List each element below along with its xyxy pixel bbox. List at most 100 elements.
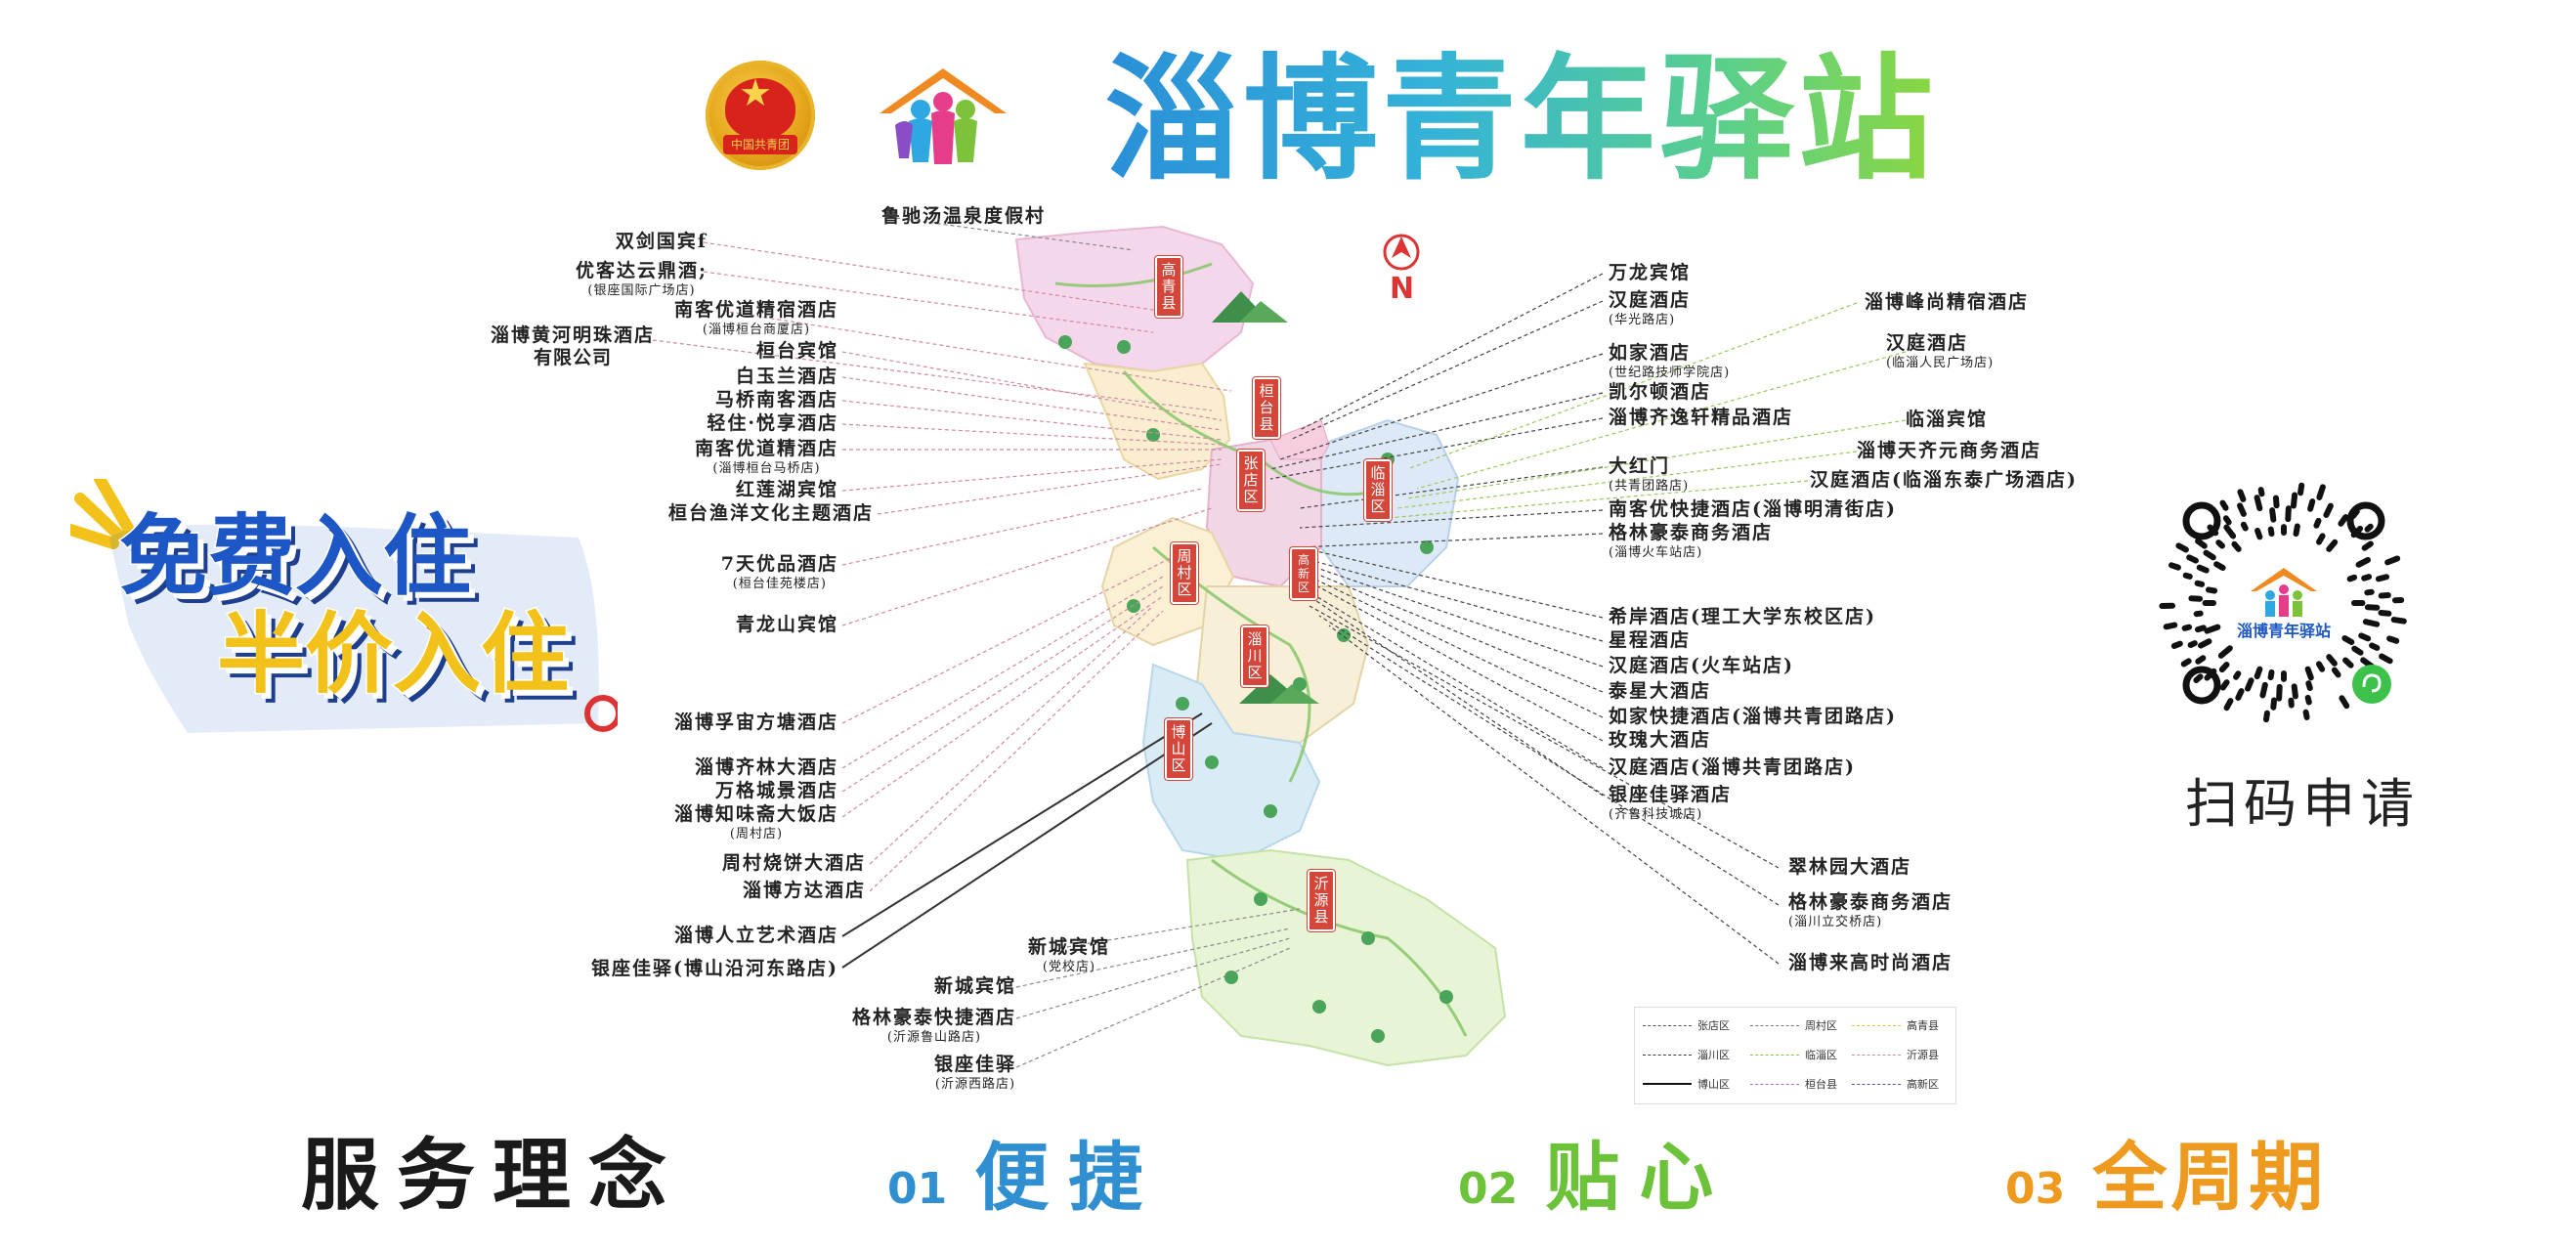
qr-ray xyxy=(2254,495,2263,512)
qr-ray xyxy=(2231,540,2242,552)
district-tag-boshan: 博山区 xyxy=(1165,718,1192,780)
pillar-number: 02 xyxy=(1458,1164,1519,1214)
qr-ray xyxy=(2346,574,2358,582)
qr-ray xyxy=(2305,680,2313,692)
qr-ray xyxy=(2304,666,2314,681)
hotel-label: 周村烧饼大酒店 xyxy=(721,852,866,874)
hotel-label: 汉庭酒店(临淄人民广场店) xyxy=(1886,332,1995,370)
qr-ray xyxy=(2313,517,2322,529)
qr-ray xyxy=(2326,654,2338,667)
hotel-label: 万龙宾馆 xyxy=(1609,262,1692,283)
qr-ray xyxy=(2269,507,2277,523)
legend-item: 周村区 xyxy=(1750,1017,1837,1033)
qr-ray xyxy=(2194,625,2207,633)
qr-ray xyxy=(2213,561,2226,571)
hotel-label: 桓台宾馆 xyxy=(755,340,838,362)
qr-ray xyxy=(2222,515,2232,526)
qr-ray xyxy=(2182,572,2193,580)
hotel-label: 玫瑰大酒店 xyxy=(1609,729,1712,751)
qr-ray xyxy=(2254,527,2263,540)
hotel-label: 汉庭酒店(华光路店) xyxy=(1609,289,1692,327)
hotel-label: 马桥南客酒店 xyxy=(714,389,838,410)
hotel-label: 如家酒店(世纪路技师学院店) xyxy=(1609,342,1731,380)
mountain-icons xyxy=(1212,291,1319,704)
hotel-label: 翠林园大酒店 xyxy=(1788,856,1912,878)
pillar-convenient: 01 便捷 xyxy=(887,1117,1162,1225)
hotel-label: 南客优道精酒店(淄博桓台马桥店) xyxy=(694,438,838,476)
district-tag-linzi: 临淄区 xyxy=(1364,459,1392,521)
qr-ray xyxy=(2257,487,2265,497)
qr-ray xyxy=(2163,622,2178,630)
hotel-label: 淄博来高时尚酒店 xyxy=(1788,952,1953,973)
youth-league-emblem-icon: ★ 中国共青团 xyxy=(706,61,815,170)
qr-ray xyxy=(2369,642,2381,651)
mini-program-qr-icon[interactable]: 淄博青年驿站 xyxy=(2155,474,2414,733)
qr-ray xyxy=(2390,617,2407,625)
pillar-text: 全周期 xyxy=(2092,1134,2328,1221)
header: ★ 中国共青团 淄博青年驿站 xyxy=(0,0,2576,205)
hotel-label: 轻住·悦享酒店 xyxy=(707,412,838,434)
qr-ray xyxy=(2193,673,2204,684)
qr-ray xyxy=(2375,574,2390,582)
hotel-label: 淄博人立艺术酒店 xyxy=(673,925,838,946)
qr-ray xyxy=(2378,609,2392,617)
hotel-label: 优客达云鼎酒;(银座国际广场店) xyxy=(575,260,708,298)
hotel-label: 淄博齐林大酒店 xyxy=(694,756,838,778)
hotel-label: 大红门(共青团路店) xyxy=(1609,455,1690,494)
qr-ray xyxy=(2358,632,2372,642)
legend-item: 沂源县 xyxy=(1852,1047,1939,1062)
hotel-label: 万格城景酒店 xyxy=(714,780,838,801)
qr-ray xyxy=(2386,635,2400,644)
qr-ray xyxy=(2237,502,2247,517)
hotel-label: 星程酒店 xyxy=(1609,629,1692,651)
qr-ray xyxy=(2223,524,2237,539)
youth-station-logo-icon xyxy=(880,68,1007,164)
hotel-label: 双剑国宾f xyxy=(615,231,708,252)
hotel-label: 临淄宾馆 xyxy=(1906,409,1989,430)
legend-item: 高新区 xyxy=(1852,1076,1939,1092)
qr-ray xyxy=(2195,655,2207,665)
legend-item: 高青县 xyxy=(1852,1017,1939,1033)
qr-ray xyxy=(2186,554,2199,564)
hotel-label: 银座佳驿(博山沿河东路店) xyxy=(591,958,838,979)
qr-ray xyxy=(2237,489,2247,502)
qr-ray xyxy=(2364,523,2374,533)
qr-ray xyxy=(2361,540,2374,551)
pillar-text: 贴心 xyxy=(1545,1134,1734,1221)
hotel-label: 淄博峰尚精宿酒店 xyxy=(1865,291,2030,313)
qr-ray xyxy=(2276,683,2283,702)
qr-ray xyxy=(2187,640,2198,649)
qr-ray xyxy=(2180,658,2192,668)
qr-ray xyxy=(2204,624,2221,634)
qr-ray xyxy=(2316,533,2326,545)
north-arrow-icon: N xyxy=(1382,231,1421,309)
district-tag-gaoxin: 高新区 xyxy=(1290,547,1317,600)
hotel-label: 桓台渔洋文化主题酒店 xyxy=(667,502,874,524)
promo-half-price: 半价入住 xyxy=(216,603,571,706)
qr-ray xyxy=(2297,482,2305,496)
district-tag-zhoucun: 周村区 xyxy=(1171,542,1198,604)
qr-ray xyxy=(2195,538,2208,549)
qr-finder xyxy=(2346,501,2385,540)
qr-ray xyxy=(2355,556,2372,568)
qr-ray xyxy=(2259,681,2268,699)
pillar-number: 01 xyxy=(887,1164,948,1214)
hotel-label: 红莲湖宾馆 xyxy=(735,479,838,500)
hotel-label: 如家快捷酒店(淄博共青团路店) xyxy=(1609,706,1897,727)
qr-ray xyxy=(2196,564,2210,574)
district-tag-zhangdian: 张店区 xyxy=(1237,450,1265,511)
qr-ray xyxy=(2326,539,2339,552)
qr-ray xyxy=(2217,645,2233,659)
qr-ray xyxy=(2219,679,2230,691)
qr-ray xyxy=(2379,653,2393,665)
qr-ray xyxy=(2341,635,2355,646)
qr-ray xyxy=(2339,695,2350,710)
district-tag-yiyuan: 沂源县 xyxy=(1308,870,1335,931)
qr-ray xyxy=(2272,495,2280,509)
qr-ray xyxy=(2316,661,2326,672)
region-gaoqing xyxy=(1014,225,1255,373)
service-philosophy-title: 服务理念 xyxy=(301,1129,684,1221)
qr-finder xyxy=(2182,501,2221,540)
qr-logo-text: 淄博青年驿站 xyxy=(2237,622,2331,640)
qr-ray xyxy=(2364,588,2375,596)
